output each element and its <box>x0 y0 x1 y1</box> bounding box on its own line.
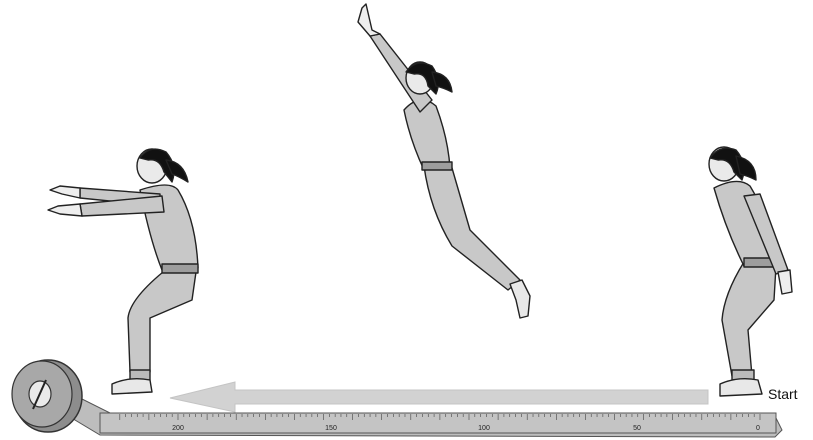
jumper-takeoff-figure <box>709 147 792 396</box>
tape-label-200: 200 <box>172 425 184 432</box>
tape-label-0: 0 <box>756 425 760 432</box>
jumper-landing-figure <box>48 149 198 394</box>
tape-label-100: 100 <box>478 425 490 432</box>
tape-label-50: 50 <box>633 425 641 432</box>
direction-arrow <box>170 382 708 412</box>
start-label: Start <box>768 386 798 402</box>
jumper-airborne-figure <box>358 4 530 318</box>
tape-reel-icon <box>12 360 82 432</box>
tape-label-150: 150 <box>325 425 337 432</box>
